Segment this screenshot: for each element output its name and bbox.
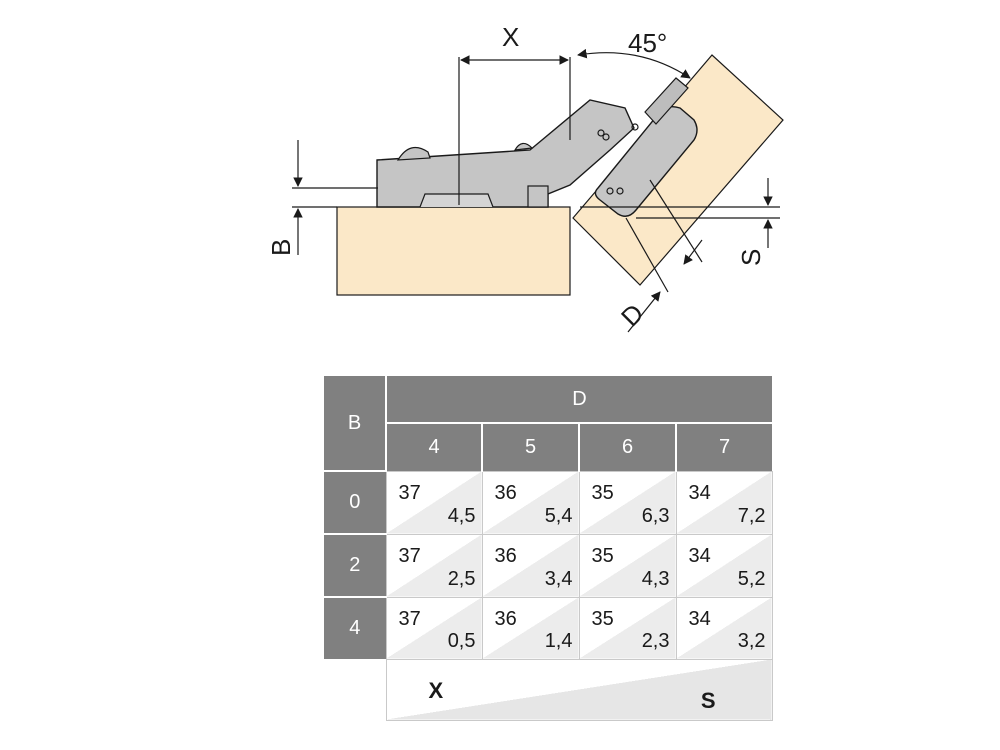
rivet-hole <box>616 187 624 195</box>
d-dimension-label: D <box>615 298 649 332</box>
b-dimension-label: B <box>266 239 296 256</box>
col-header-value: 5 <box>482 423 580 471</box>
legend-row: X S <box>324 658 773 721</box>
legend: X S <box>385 658 773 721</box>
cell-s-value: 5,4 <box>544 504 573 527</box>
cell-s-value: 5,2 <box>737 567 766 590</box>
cell-x-value: 34 <box>688 481 711 504</box>
mounting-plate <box>527 185 549 208</box>
hinge-diagram: X 45° B S D <box>266 22 784 333</box>
rivet-hole <box>631 123 639 131</box>
angle-label: 45° <box>628 28 667 58</box>
cell-x-value: 36 <box>494 544 517 567</box>
cell-s-value: 4,5 <box>447 504 476 527</box>
cell-s-value: 2,5 <box>447 567 476 590</box>
row-header-value: 4 <box>324 596 386 659</box>
legend-spacer <box>324 659 386 720</box>
cell-s-value: 7,2 <box>737 504 766 527</box>
angle-arc <box>577 48 691 79</box>
rivet-hole <box>606 187 614 195</box>
cabinet-panel <box>336 206 571 296</box>
cell-x-value: 34 <box>688 544 711 567</box>
cell-x-value: 35 <box>591 481 614 504</box>
col-header-value: 6 <box>579 423 677 471</box>
row-header-b: B <box>324 376 387 471</box>
row-header-value: 2 <box>324 533 386 597</box>
cell-s-value: 0,5 <box>447 629 476 652</box>
legend-x-label: X <box>428 677 444 703</box>
s-dimension-label: S <box>736 249 766 266</box>
cell-x-value: 37 <box>398 544 421 567</box>
cell-s-value: 3,4 <box>544 567 573 590</box>
x-dimension-label: X <box>502 22 519 52</box>
cell-x-value: 37 <box>398 481 421 504</box>
d-dimension <box>625 179 703 333</box>
cell-x-value: 36 <box>494 607 517 630</box>
hinge-adjust-screw <box>513 142 534 151</box>
b-dimension <box>292 140 378 255</box>
cell-s-value: 2,3 <box>641 629 670 652</box>
hinge-screw-head <box>396 146 431 161</box>
rivet-hole <box>602 133 610 141</box>
cell-x-value: 34 <box>688 607 711 630</box>
cell-s-value: 6,3 <box>641 504 670 527</box>
mounting-plate-slot <box>419 193 494 208</box>
rivet-hole <box>597 129 605 137</box>
col-header-d: D <box>386 376 773 425</box>
row-header-value: 0 <box>324 470 386 534</box>
cell-x-value: 36 <box>494 481 517 504</box>
x-dimension <box>458 55 571 205</box>
cell-x-value: 37 <box>398 607 421 630</box>
legend-s-label: S <box>700 687 716 713</box>
cell-x-value: 35 <box>591 607 614 630</box>
hinge-cup <box>594 105 698 217</box>
col-header-value: 4 <box>386 423 483 471</box>
cell-s-value: 3,2 <box>737 629 766 652</box>
cell-s-value: 1,4 <box>544 629 573 652</box>
cell-x-value: 35 <box>591 544 614 567</box>
hinge-cup-rim <box>644 77 689 125</box>
cell-s-value: 4,3 <box>641 567 670 590</box>
s-dimension <box>580 178 780 248</box>
col-header-value: 7 <box>676 423 773 471</box>
